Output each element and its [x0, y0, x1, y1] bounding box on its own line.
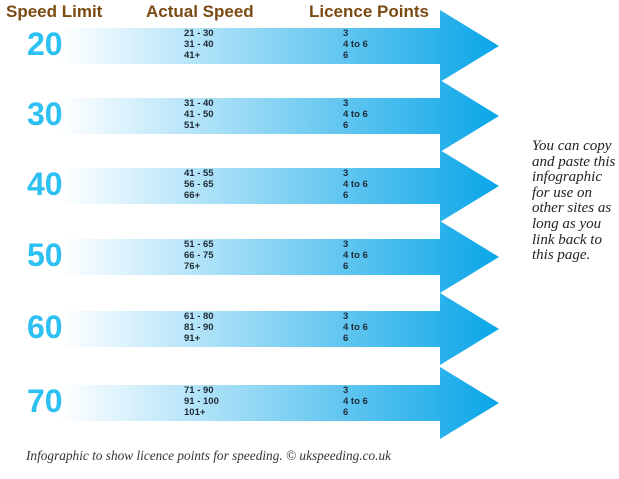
licence-points-value: 4 to 6	[343, 179, 368, 190]
licence-points-value: 6	[343, 120, 349, 131]
actual-speed-range: 31 - 40	[184, 39, 214, 50]
actual-speed-range: 66 - 75	[184, 250, 214, 261]
arrow-shape	[0, 10, 499, 82]
actual-speed-range: 56 - 65	[184, 179, 214, 190]
licence-points-value: 4 to 6	[343, 322, 368, 333]
speed-limit-value: 40	[27, 166, 63, 202]
actual-speed-header: Actual Speed	[146, 2, 254, 21]
actual-speed-range: 91 - 100	[184, 396, 219, 407]
licence-points-value: 6	[343, 50, 349, 61]
actual-speed-range: 91+	[184, 333, 201, 344]
licence-points-value: 3	[343, 168, 349, 179]
licence-points-value: 6	[343, 261, 349, 272]
licence-points-header: Licence Points	[309, 2, 429, 21]
actual-speed-range: 61 - 80	[184, 311, 214, 322]
actual-speed-range: 66+	[184, 190, 201, 201]
caption: Infographic to show licence points for s…	[26, 448, 391, 463]
actual-speed-range: 41+	[184, 50, 201, 61]
licence-points-value: 4 to 6	[343, 39, 368, 50]
actual-speed-range: 101+	[184, 407, 206, 418]
licence-points-value: 3	[343, 311, 349, 322]
arrow-shape	[0, 367, 499, 439]
speed-limit-value: 70	[27, 383, 63, 419]
licence-points-value: 4 to 6	[343, 109, 368, 120]
speed-limit-header: Speed Limit	[6, 2, 103, 21]
arrow-shape	[0, 150, 499, 222]
speed-limit-value: 50	[27, 237, 63, 273]
actual-speed-range: 51+	[184, 120, 201, 131]
arrow-shape	[0, 293, 499, 365]
speed-limit-value: 20	[27, 26, 63, 62]
actual-speed-range: 21 - 30	[184, 28, 214, 39]
speed-limit-value: 30	[27, 96, 63, 132]
actual-speed-range: 41 - 50	[184, 109, 214, 120]
licence-points-value: 4 to 6	[343, 250, 368, 261]
arrow-shape	[0, 221, 499, 293]
licence-points-value: 6	[343, 190, 349, 201]
side-note: You can copy and paste this infographic …	[532, 138, 616, 264]
licence-points-value: 3	[343, 239, 349, 250]
actual-speed-range: 41 - 55	[184, 168, 214, 179]
licence-points-value: 6	[343, 333, 349, 344]
licence-points-value: 3	[343, 385, 349, 396]
licence-points-value: 4 to 6	[343, 396, 368, 407]
actual-speed-range: 76+	[184, 261, 201, 272]
licence-points-value: 3	[343, 98, 349, 109]
licence-points-value: 3	[343, 28, 349, 39]
speed-limit-value: 60	[27, 309, 63, 345]
licence-points-value: 6	[343, 407, 349, 418]
arrow-shape	[0, 80, 499, 152]
actual-speed-range: 71 - 90	[184, 385, 214, 396]
actual-speed-range: 81 - 90	[184, 322, 214, 333]
actual-speed-range: 51 - 65	[184, 239, 214, 250]
actual-speed-range: 31 - 40	[184, 98, 214, 109]
